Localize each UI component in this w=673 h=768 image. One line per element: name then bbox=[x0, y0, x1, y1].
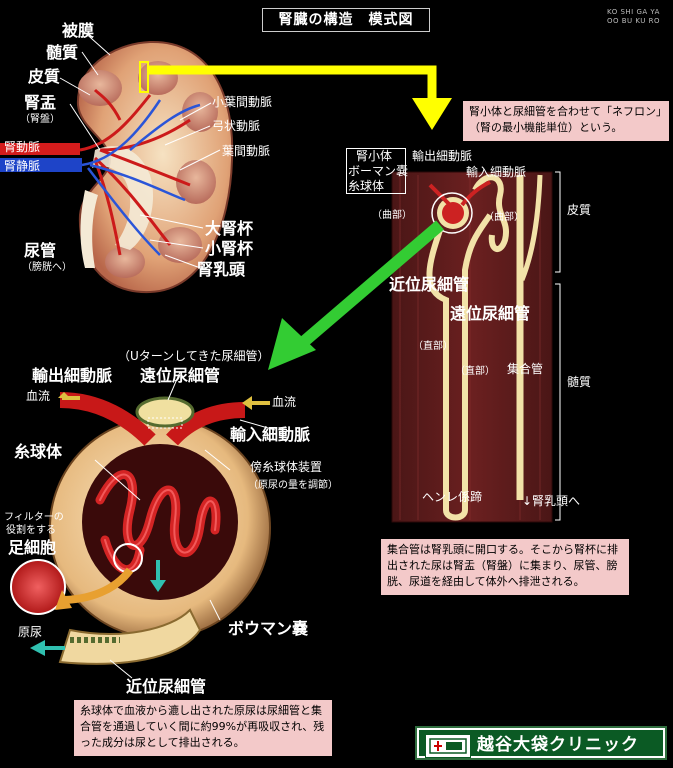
brand-mark: KO SHI GA YA OO BU KU RO bbox=[607, 8, 667, 26]
label-loop-of-henle: ヘンレ係蹄 bbox=[422, 490, 483, 504]
label-convoluted-1: （曲部） bbox=[372, 210, 412, 221]
label-proximal-tubule-g: 近位尿細管 bbox=[126, 677, 207, 696]
label-convoluted-2: （曲部） bbox=[484, 212, 524, 223]
label-glomerulus-g: 糸球体 bbox=[14, 442, 63, 461]
clinic-banner-inner: 越谷大袋クリニック bbox=[419, 730, 663, 758]
label-podocyte: 足細胞 bbox=[8, 538, 57, 557]
label-bowman-capsule-n: ボーマン嚢 bbox=[348, 164, 409, 178]
brand-line-1: KO SHI GA YA bbox=[607, 8, 660, 16]
reabsorption-note: 糸球体で血液から漉し出された原尿は尿細管と集合管を通過していく間に約99%が再吸… bbox=[74, 700, 332, 756]
label-bloodflow-left: 血流 bbox=[26, 389, 51, 403]
layer-brackets bbox=[555, 171, 561, 521]
label-primary-urine: 原尿 bbox=[18, 625, 43, 639]
label-cortex-n: 皮質 bbox=[567, 203, 592, 217]
label-cortex: 皮質 bbox=[28, 67, 61, 86]
label-ureter-sub: （膀胱へ） bbox=[22, 262, 72, 273]
label-juxtaglomerular-sub: （原尿の量を調節） bbox=[248, 480, 338, 491]
label-renal-corpuscle: 腎小体 bbox=[356, 149, 393, 163]
label-filter-1: フィルターの bbox=[4, 512, 64, 523]
label-to-papilla: ↓腎乳頭へ bbox=[522, 494, 581, 508]
label-distal-tubule-g: 遠位尿細管 bbox=[140, 366, 221, 385]
label-straight-1: （直部） bbox=[413, 341, 453, 352]
label-renal-artery: 腎動脈 bbox=[4, 140, 41, 154]
nephron-note: 腎小体と尿細管を合わせて「ネフロン」（腎の最小機能単位）という。 bbox=[463, 101, 669, 141]
page-title: 腎臓の構造 模式図 bbox=[262, 8, 430, 32]
label-juxtaglomerular: 傍糸球体装置 bbox=[250, 460, 323, 474]
label-bowman-capsule-g: ボウマン嚢 bbox=[228, 619, 309, 638]
label-efferent-n: 輸出細動脈 bbox=[412, 149, 473, 163]
leader-lines bbox=[59, 29, 276, 679]
label-bloodflow-right: 血流 bbox=[272, 395, 297, 409]
clinic-logo-icon bbox=[425, 734, 471, 758]
label-afferent-n: 輸入細動脈 bbox=[466, 165, 527, 179]
label-glomerulus-n: 糸球体 bbox=[348, 179, 385, 193]
label-medulla-n: 髄質 bbox=[567, 375, 592, 389]
label-uturn-tubule: （Uターンしてきた尿細管） bbox=[118, 349, 270, 363]
label-filter-2: 役割をする bbox=[6, 525, 56, 536]
label-afferent-g: 輸入細動脈 bbox=[230, 425, 311, 444]
brand-line-2: OO BU KU RO bbox=[607, 17, 661, 25]
label-proximal-tubule-n: 近位尿細管 bbox=[389, 275, 470, 294]
label-renal-papilla: 腎乳頭 bbox=[197, 260, 246, 279]
label-renal-pelvis: 腎盂 bbox=[24, 93, 57, 112]
label-efferent-g: 輸出細動脈 bbox=[32, 366, 113, 385]
green-arrow bbox=[268, 220, 444, 370]
label-renal-pelvis-sub: （腎盤） bbox=[20, 114, 60, 125]
nephron-illustration bbox=[391, 171, 553, 523]
label-capsule: 被膜 bbox=[62, 21, 95, 40]
collecting-duct-note: 集合管は腎乳頭に開口する。そこから腎杯に排出された尿は腎盂（腎盤）に集まり、尿管… bbox=[381, 539, 629, 595]
glomerulus-illustration bbox=[10, 392, 271, 665]
label-major-calyx: 大腎杯 bbox=[205, 219, 254, 238]
label-renal-vein: 腎静脈 bbox=[4, 159, 41, 173]
label-ureter: 尿管 bbox=[24, 241, 57, 260]
clinic-name: 越谷大袋クリニック bbox=[477, 735, 639, 755]
label-straight-2: （直部） bbox=[455, 366, 495, 377]
label-minor-calyx: 小腎杯 bbox=[205, 239, 254, 258]
label-interlobar-artery: 葉間動脈 bbox=[222, 144, 271, 158]
label-collecting-duct: 集合管 bbox=[507, 362, 544, 376]
label-arcuate-artery: 弓状動脈 bbox=[212, 119, 261, 133]
label-medulla: 髄質 bbox=[46, 43, 79, 62]
clinic-banner: 越谷大袋クリニック bbox=[415, 726, 667, 760]
yellow-arrow bbox=[148, 65, 452, 130]
label-distal-tubule-n: 遠位尿細管 bbox=[450, 304, 531, 323]
label-interlobular-artery: 小葉間動脈 bbox=[212, 95, 273, 109]
label-box-corpuscle bbox=[346, 148, 406, 194]
